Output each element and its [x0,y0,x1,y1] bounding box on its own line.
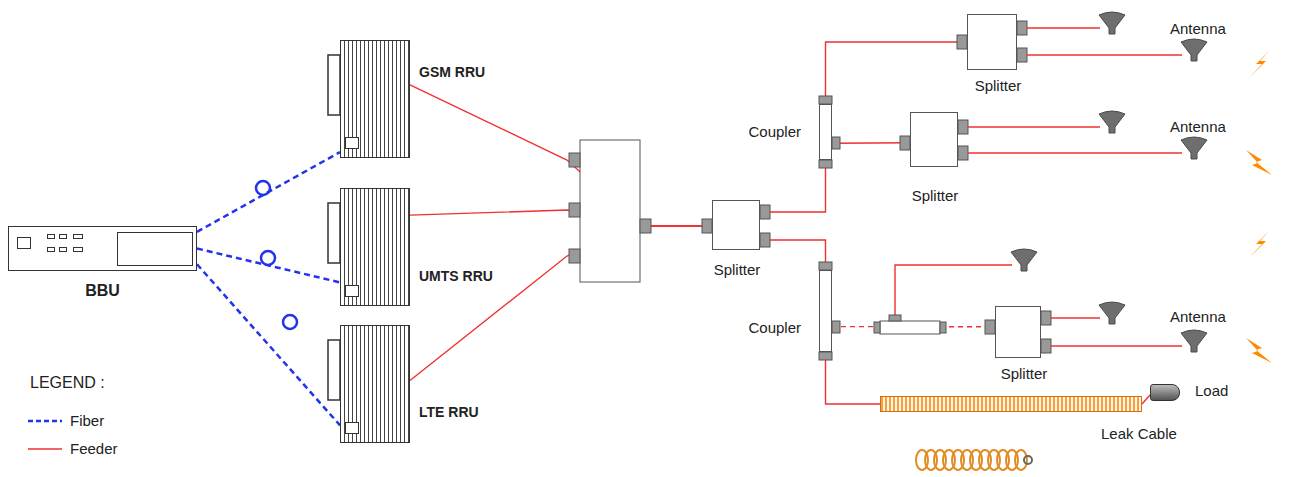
node-label: Splitter [891,187,979,205]
small-coupler [874,315,946,334]
feeder-cable [826,352,881,404]
node-label: Load [1195,382,1228,400]
cable-coil [916,450,1032,470]
fiber-link [197,249,340,283]
feeder-cable [410,210,712,226]
fiber-link [197,152,340,232]
panel-detail [17,237,31,249]
panel-detail [59,247,67,252]
rru-unit: LTE RRU [340,325,410,443]
antenna-label: Antenna [1170,308,1226,326]
coupler: Coupler [819,104,832,160]
legend-text: Feeder [70,440,118,458]
fiber-link [197,264,340,425]
load: Load [1150,384,1180,401]
panel-detail [345,285,359,297]
node-label: BBU [9,282,196,300]
legend-row: Feeder [28,440,118,458]
node-label: Splitter [954,77,1042,95]
panel-detail [73,247,83,252]
node-label: Coupler [748,123,801,141]
node-label: Splitter [980,365,1068,383]
panel-detail [47,247,55,252]
feeder-cable [832,142,910,144]
node-label: Coupler [748,319,801,337]
legend-title: LEGEND : [30,374,105,392]
rru-handles [328,55,340,400]
feeder-cable [826,42,968,104]
feeder-cable [1142,395,1150,404]
panel-detail [59,234,67,239]
coil-end [1024,456,1032,464]
splitter: Splitter [967,14,1017,70]
fiber-loops [256,181,297,329]
panel-detail [47,234,55,239]
node-label: UMTS RRU [419,267,493,285]
combiner [569,140,651,282]
node-label: GSM RRU [419,63,485,81]
legend-sample [28,416,62,426]
panel-detail [345,137,359,149]
antenna-label: Antenna [1170,20,1226,38]
feeder-cable [410,85,712,226]
coupler: Coupler [819,270,832,352]
legend-sample [28,444,62,454]
panel-detail [73,234,83,239]
feeder-cable [760,160,826,212]
connector-ports [702,21,1051,360]
splitter: Splitter [910,112,958,167]
rru-unit: UMTS RRU [340,188,410,306]
node-label: LTE RRU [419,403,479,421]
coil-turn [1015,450,1027,470]
legend-text: Fiber [70,412,104,430]
rru-unit: GSM RRU [340,40,410,158]
radio-waves [1246,50,1272,363]
legend-row: Fiber [28,412,104,430]
splitter: Splitter [995,306,1041,358]
splitter: Splitter [712,200,760,250]
panel-detail [117,232,193,266]
node-label: Splitter [693,261,781,279]
feeder-cable [410,226,712,380]
leak-cable: Leak Cable [880,396,1142,412]
antenna-label: Antenna [1170,118,1226,136]
node-label: Leak Cable [1101,425,1177,443]
bbu-box: BBU [8,226,197,271]
panel-detail [345,422,359,434]
legend-line [28,448,62,450]
legend-line [28,420,62,423]
